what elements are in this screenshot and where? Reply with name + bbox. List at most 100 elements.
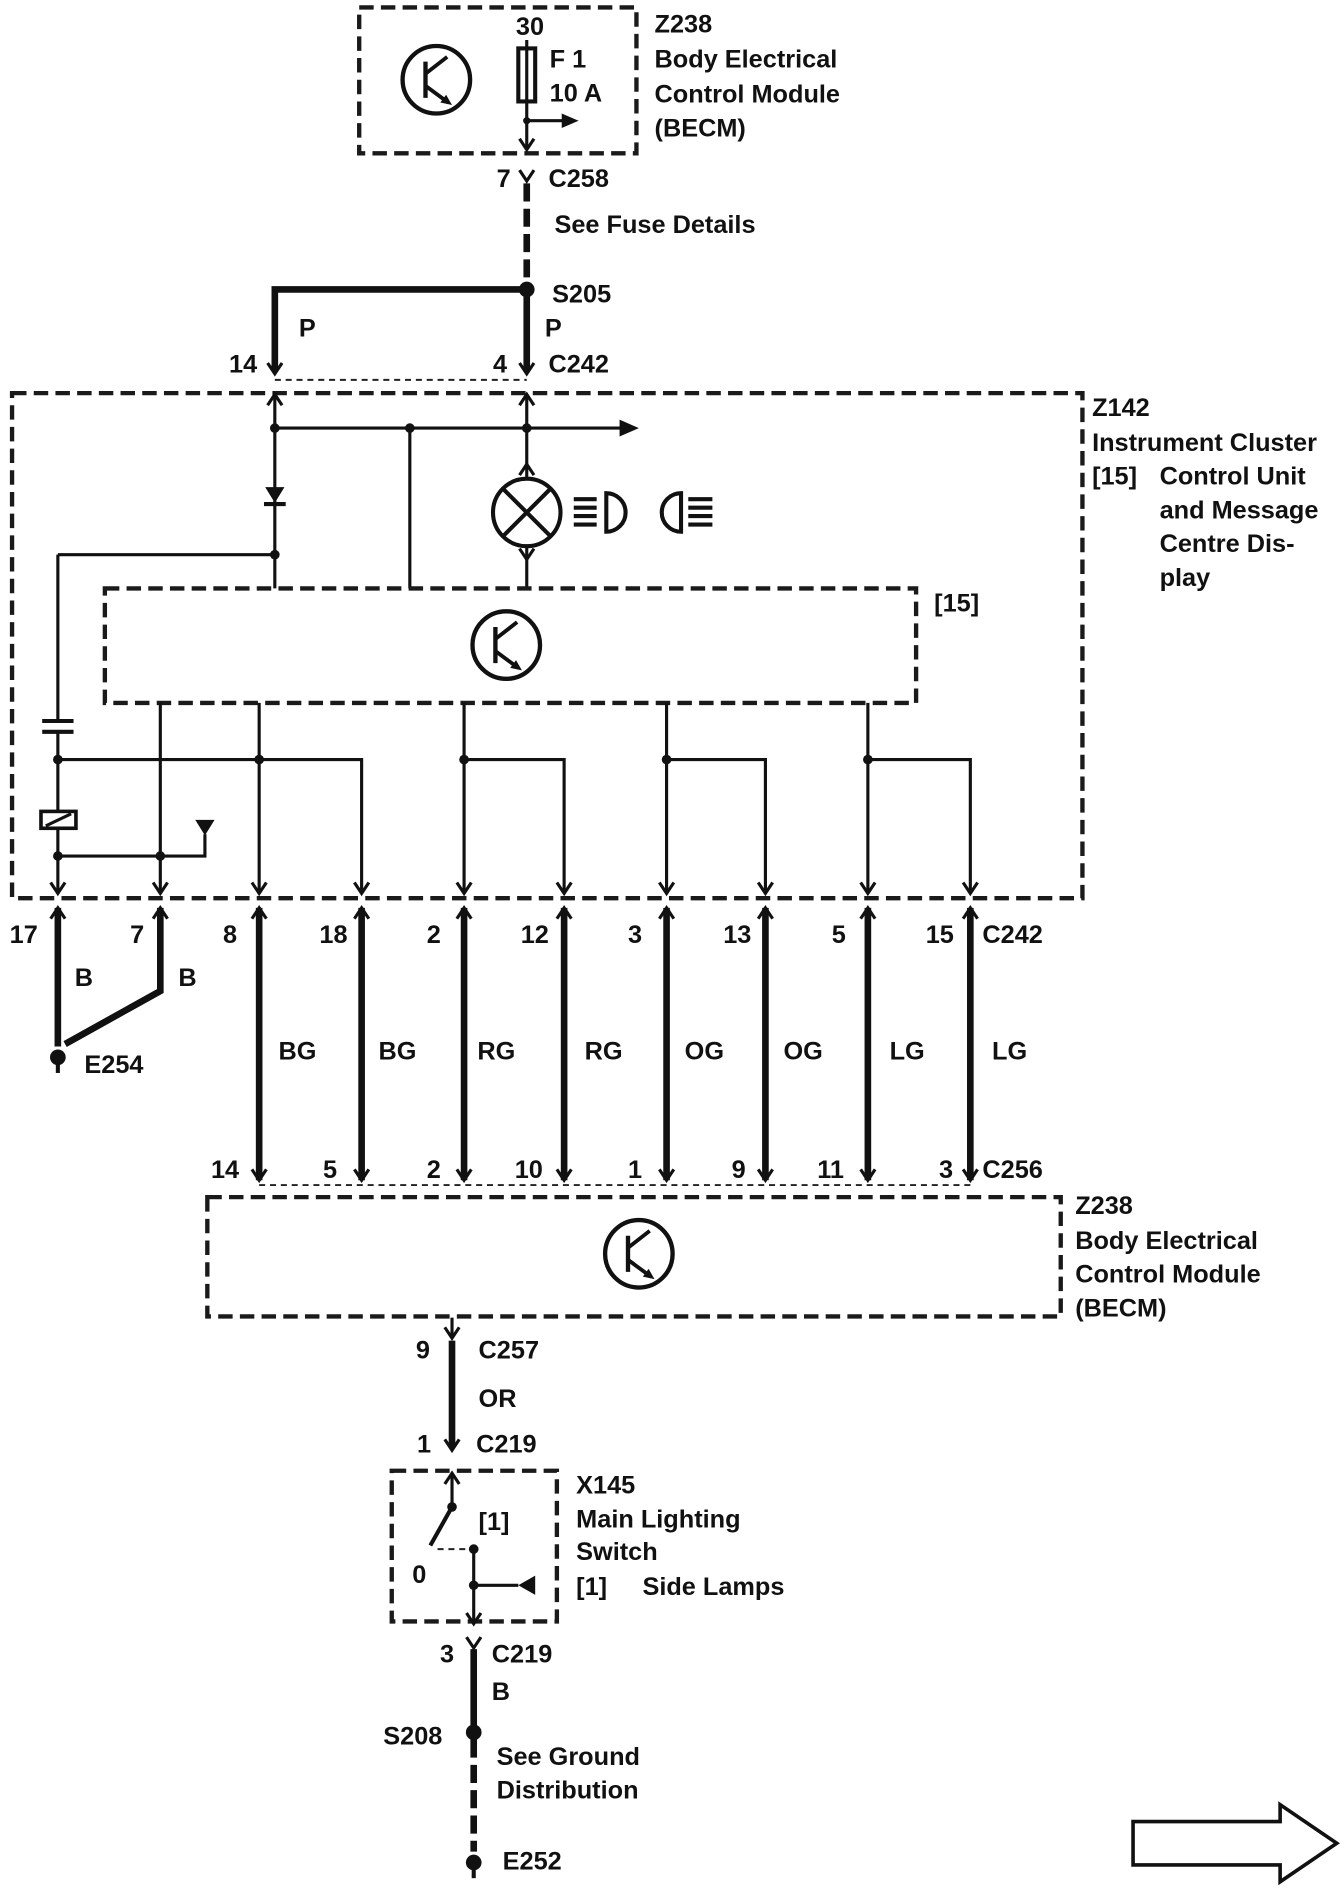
fuse-terminal-label: 30 bbox=[516, 13, 544, 41]
ground-wire-color-2: B bbox=[178, 964, 196, 992]
c242-bottom-connector-icon bbox=[151, 905, 169, 920]
switch-input-connector-icon bbox=[443, 1470, 461, 1485]
becm-top-box bbox=[357, 5, 639, 156]
feed-harness: 7 C258 See Fuse Details S205 P P 14 4 C2… bbox=[229, 165, 756, 381]
switch-circuit: 9 C257 OR 1 C219 [1] 0 X145 Main Lightin… bbox=[389, 1317, 784, 1624]
x145-item-tag: [1] bbox=[576, 1573, 607, 1601]
s205-branch-wire bbox=[271, 286, 527, 372]
x145-name-line-2: Switch bbox=[576, 1538, 658, 1566]
c219-bottom-pin-label: 3 bbox=[440, 1640, 454, 1668]
lamp-reversed-d-shape bbox=[659, 491, 684, 534]
cluster-output-connector-icon bbox=[49, 881, 67, 897]
ground-e252-circuit: 3 C219 B S208 See Ground Distribution E2… bbox=[383, 1640, 640, 1879]
wire-color-label: RG bbox=[477, 1038, 515, 1066]
ground-dome bbox=[50, 1049, 66, 1066]
c256-connector-icon bbox=[658, 1168, 676, 1184]
c258-pin-label: 7 bbox=[497, 165, 511, 193]
e254-ref-label: E254 bbox=[84, 1051, 143, 1079]
ground-note-line-2: Distribution bbox=[497, 1777, 639, 1805]
c242-bottom-connector-icon bbox=[353, 905, 371, 920]
output-pair-4-line bbox=[866, 702, 972, 894]
cluster-item-line-3: Centre Dis- bbox=[1160, 530, 1295, 558]
c242-bottom-connector-icon bbox=[658, 905, 676, 920]
c219-top-connector-icon bbox=[443, 1438, 461, 1454]
c242-bottom-connector-icon bbox=[555, 905, 573, 920]
c242-pin-label: 5 bbox=[832, 921, 846, 949]
c256-pin-label: 10 bbox=[515, 1156, 543, 1184]
c257-connector-icon bbox=[443, 1326, 461, 1341]
capacitor-icon bbox=[42, 718, 74, 734]
c242-top-pin-2-label: 4 bbox=[493, 351, 507, 379]
c219-bottom-ref-label: C219 bbox=[492, 1640, 552, 1668]
cluster-item-line-1: Control Unit bbox=[1160, 463, 1307, 491]
c242-pin-label: 17 bbox=[10, 921, 38, 949]
junction-dot bbox=[254, 754, 264, 765]
fuse-rating-label: 10 A bbox=[550, 79, 603, 107]
becm-bottom-module: Z238 Body Electrical Control Module (BEC… bbox=[205, 1192, 1261, 1322]
switch-output-connector-icon bbox=[465, 1612, 483, 1627]
c257-pin-label: 9 bbox=[416, 1337, 430, 1365]
wire-color-label: OG bbox=[783, 1038, 822, 1066]
high-beam-icon bbox=[573, 491, 628, 534]
switch-position-label: [1] bbox=[479, 1508, 510, 1536]
output-sense-line bbox=[57, 834, 207, 858]
cluster-output-connector-icon bbox=[151, 881, 169, 897]
ground-icon bbox=[50, 1049, 66, 1073]
c242-pin-label: 2 bbox=[427, 921, 441, 949]
lamp-return-connector-icon bbox=[518, 547, 536, 563]
ground-icon bbox=[465, 1854, 482, 1879]
becm-top-transistor-icon bbox=[403, 46, 471, 114]
c258-connector-icon bbox=[518, 169, 536, 184]
c242-bottom-connector-icon bbox=[455, 905, 473, 920]
c256-connector-icon bbox=[455, 1168, 473, 1184]
cluster-title-label: Instrument Cluster bbox=[1092, 429, 1317, 457]
x145-name-line-1: Main Lighting bbox=[576, 1505, 740, 1533]
beam-lines bbox=[688, 497, 713, 527]
c242-pin-label: 12 bbox=[521, 921, 549, 949]
cluster-input-connector-icon bbox=[266, 391, 284, 407]
c242-bottom-connector-icon bbox=[250, 905, 268, 920]
warning-lamp-bulb-icon bbox=[490, 476, 563, 549]
c256-connector-icon bbox=[250, 1168, 268, 1184]
side-lamp-icon bbox=[659, 491, 713, 534]
lamp-d-shape bbox=[604, 491, 628, 534]
c256-pin-label: 5 bbox=[323, 1156, 337, 1184]
c242-bottom-ref-label: C242 bbox=[982, 921, 1042, 949]
c242-top-connector-icon bbox=[266, 362, 284, 377]
diode-triangle bbox=[265, 487, 285, 503]
s205-ref-label: S205 bbox=[552, 281, 611, 309]
data-harness: BG BG RG RG OG OG LG LG 14 5 2 10 1 9 11… bbox=[211, 907, 1043, 1187]
wire-color-label: BG bbox=[278, 1038, 316, 1066]
cluster-input-connector-icon bbox=[518, 391, 536, 407]
wire-color-label: RG bbox=[585, 1038, 623, 1066]
c242-pin-label: 13 bbox=[723, 921, 751, 949]
fuse-icon bbox=[516, 46, 538, 104]
cluster-bus-arrow-icon bbox=[619, 419, 639, 437]
fuse-details-note: See Fuse Details bbox=[554, 211, 755, 239]
junction-dot bbox=[405, 423, 415, 433]
becm-top-output-connector-icon bbox=[518, 137, 536, 153]
c242-top-connector-icon bbox=[518, 362, 536, 377]
fuse-branch-arrow-icon bbox=[561, 113, 579, 128]
wire-color-label: LG bbox=[890, 1038, 925, 1066]
becm-top-name-line-3: (BECM) bbox=[655, 114, 746, 142]
becm-top-name-line-1: Body Electrical bbox=[655, 46, 838, 74]
junction-dot bbox=[521, 423, 532, 433]
junction-dot bbox=[155, 851, 166, 861]
output-pair-2-line bbox=[462, 702, 566, 894]
lamp-feed-connector-icon bbox=[518, 461, 536, 476]
becm-top-name-line-2: Control Module bbox=[655, 81, 840, 109]
s205-splice-dot bbox=[518, 281, 535, 298]
instrument-cluster-module: Z142 Instrument Cluster [15] Control Uni… bbox=[9, 390, 1318, 901]
c257-ref-label: C257 bbox=[479, 1337, 539, 1365]
c242-bottom-connector-icon bbox=[961, 905, 979, 920]
wire-color-right-label: P bbox=[545, 314, 562, 342]
instrument-cluster-box bbox=[9, 390, 1085, 901]
c256-pin-label: 3 bbox=[939, 1156, 953, 1184]
ground-wire-color-1: B bbox=[75, 964, 93, 992]
cluster-output-connector-icon bbox=[658, 881, 676, 897]
cluster-output-connector-icon bbox=[455, 881, 473, 897]
c242-bottom-pin-row: 17 7 8 18 2 12 3 13 5 15 C242 bbox=[10, 921, 1043, 949]
c242-pin-label: 3 bbox=[628, 921, 642, 949]
